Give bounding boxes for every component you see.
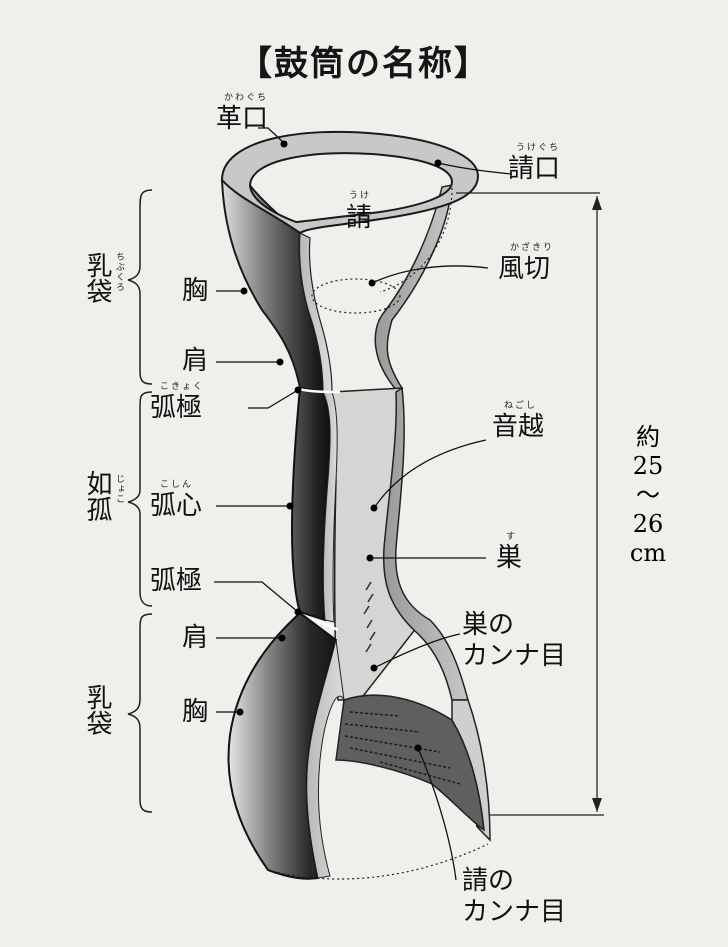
kazakiri-label: 風切	[498, 254, 551, 284]
chichibukuro-top-ruby: ちぶくろ	[114, 252, 124, 292]
neck-inner-bore	[331, 387, 426, 701]
kazakiri-ruby: かざきり	[510, 243, 555, 253]
kazakiri-dotted-ellipse	[311, 278, 401, 314]
negoshi-ruby: ねごし	[504, 401, 538, 411]
kata-bottom-label: 肩	[182, 623, 209, 653]
koshin-label: 弧心	[150, 491, 203, 521]
uke-kanna-label-line2: カンナ目	[462, 897, 567, 927]
neck-cut-face	[322, 391, 338, 623]
kokyoku-top-label: 弧極	[150, 393, 203, 423]
lower-bulb-inner-right-wall	[451, 699, 491, 842]
uke-ruby: うけ	[349, 191, 372, 201]
ukeguchi-label: 請口	[508, 154, 561, 184]
mune-bottom-label: 胸	[182, 697, 209, 727]
chichibukuro-top-label: 乳袋	[82, 252, 112, 304]
left-brackets	[127, 189, 153, 813]
kawaguchi-ruby: かわぐち	[224, 93, 269, 103]
su-kanna-marks	[363, 581, 376, 653]
kata-top-label: 肩	[182, 346, 209, 376]
su-kanna-label-line1: 巣の	[462, 610, 515, 640]
mune-top-label: 胸	[182, 276, 209, 306]
dimension-value-min: 25	[632, 452, 664, 480]
koshin-ruby: こしん	[160, 480, 194, 490]
height-dimension-label: 約 25 〜 26 cm	[618, 423, 678, 568]
kawaguchi-label: 革口	[216, 104, 269, 134]
leader-lines	[214, 127, 513, 881]
joko-label: 如孤	[82, 470, 112, 522]
uke-kanna-texture	[344, 711, 461, 785]
kokyoku-bottom-label: 弧極	[150, 566, 203, 596]
kawaguchi-rim	[220, 130, 480, 235]
dimension-range-sign: 〜	[636, 481, 660, 509]
negoshi-label: 音越	[492, 412, 545, 442]
su-kanna-label-line2: カンナ目	[462, 641, 567, 671]
dimension-unit: cm	[629, 539, 667, 567]
dimension-approx: 約	[636, 423, 660, 451]
kokyoku-top-ruby: こきょく	[160, 382, 205, 392]
height-dimension	[456, 192, 604, 816]
kokyoku-ridge-top	[297, 387, 341, 394]
diagram-title: 【鼓筒の名称】	[238, 44, 490, 84]
dimension-value-max: 26	[632, 510, 664, 538]
su-label: 巣	[496, 543, 523, 573]
ukeguchi-ruby: うけぐち	[516, 143, 561, 153]
su-ruby: す	[506, 532, 518, 542]
chichibukuro-bottom-label: 乳袋	[82, 684, 112, 736]
uke-kanna-label-line1: 請の	[462, 866, 515, 896]
joko-ruby: じょこ	[114, 474, 124, 504]
bottom-dotted-ellipse	[267, 843, 489, 880]
ukeguchi-dotted-edge	[379, 187, 453, 293]
uke-label: 請	[346, 203, 373, 233]
leader-dots	[236, 140, 442, 752]
